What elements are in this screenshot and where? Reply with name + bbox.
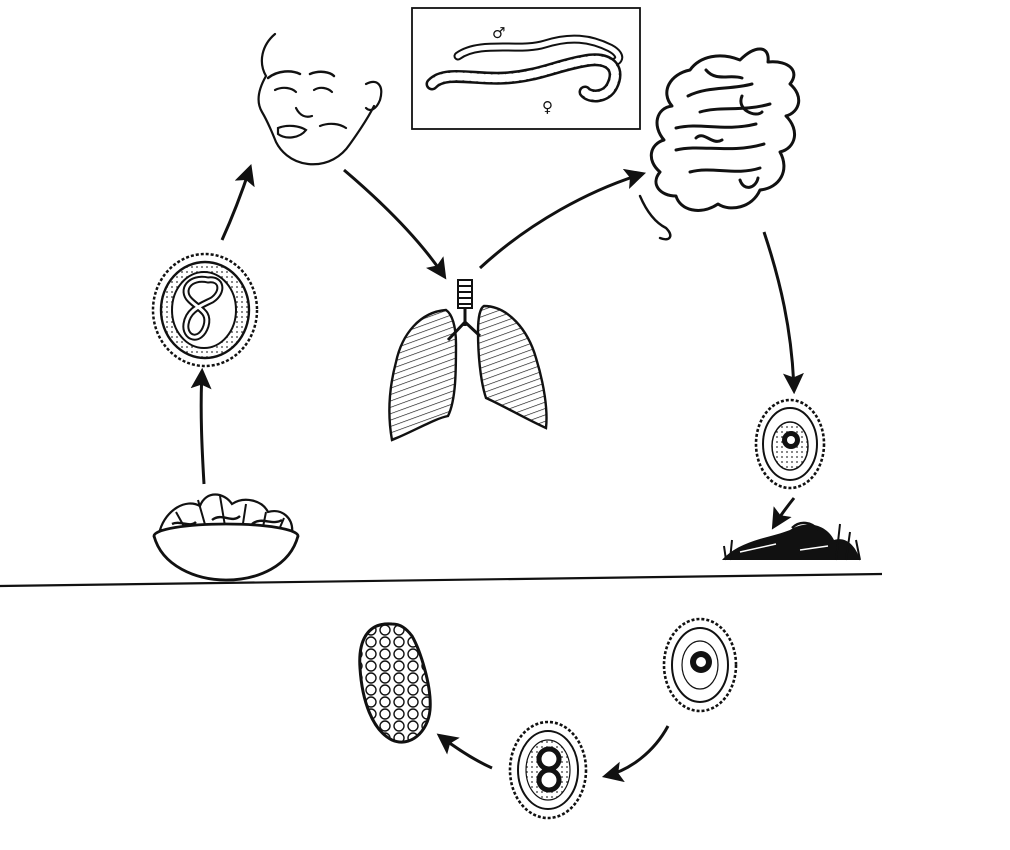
embryonated-egg-larva-icon [151,252,259,368]
adult-worms-icon: ♂ ♀ [411,7,641,130]
arrow-head-to-lungs [343,168,447,280]
arrow-two-cell-to-morula [436,733,493,770]
arrow-larva-egg-to-head [220,164,255,241]
fertilized-egg-icon [754,398,826,490]
arrow-egg-to-feces [771,497,796,530]
arrow-bowl-to-larva-egg [190,367,212,485]
contaminated-food-bowl-icon [152,493,300,582]
feces-in-soil-icon [722,521,861,561]
human-host-icon [257,32,383,166]
morula-egg-icon [358,622,432,744]
male-symbol: ♂ [492,24,505,42]
ground-line [0,572,883,588]
unembryonated-egg-icon [662,617,738,713]
female-symbol: ♀ [542,98,553,116]
small-intestine-icon [638,47,801,241]
arrow-lungs-to-intestine [478,168,647,270]
arrow-egg-to-two-cell [601,725,670,783]
life-cycle-arrows [190,164,804,783]
arrow-intestine-to-egg [762,231,804,395]
two-cell-egg-icon [508,720,588,820]
lungs-icon [388,279,548,442]
